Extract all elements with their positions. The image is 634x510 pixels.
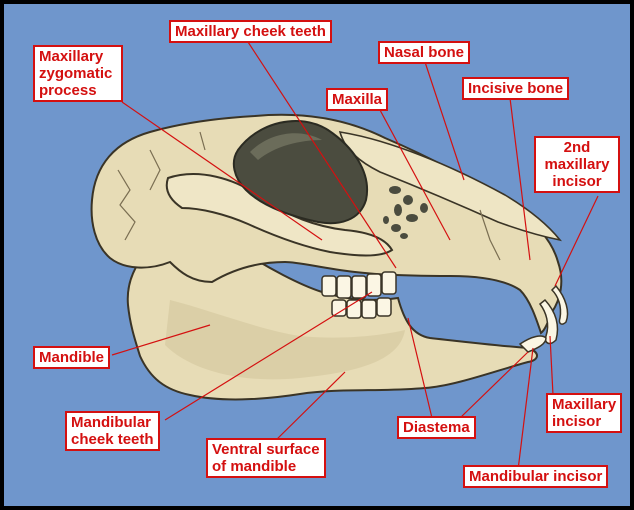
label-incisive-bone: Incisive bone	[462, 77, 570, 100]
label-2nd-maxillary-incisor: 2nd maxillary incisor	[534, 136, 620, 193]
mandibular-teeth-row	[331, 297, 392, 319]
label-maxilla: Maxilla	[326, 88, 389, 111]
label-maxillary-cheek-teeth: Maxillary cheek teeth	[169, 20, 332, 43]
maxillary-fenestrations	[383, 186, 428, 239]
cranial-sutures	[117, 131, 501, 261]
label-mandible: Mandible	[33, 346, 111, 369]
maxillary-teeth-row	[321, 271, 397, 299]
label-diastema: Diastema	[397, 416, 476, 439]
label-maxillary-incisor: Maxillary incisor	[546, 393, 623, 433]
label-nasal-bone: Nasal bone	[378, 41, 471, 64]
label-ventral-surface-of-mandible: Ventral surface of mandible	[206, 438, 326, 478]
label-mandibular-cheek-teeth: Mandibular cheek teeth	[65, 411, 160, 451]
nasal-bone-shape	[338, 131, 562, 242]
label-mandibular-incisor: Mandibular incisor	[463, 465, 609, 488]
label-maxillary-zygomatic-process: Maxillary zygomatic process	[33, 45, 123, 102]
leader-lines	[111, 41, 599, 471]
maxillary-incisor-tooth	[538, 298, 559, 345]
second-maxillary-incisor-tooth	[550, 284, 569, 325]
orbit-highlight	[250, 133, 322, 160]
mandible-shading	[165, 300, 405, 380]
